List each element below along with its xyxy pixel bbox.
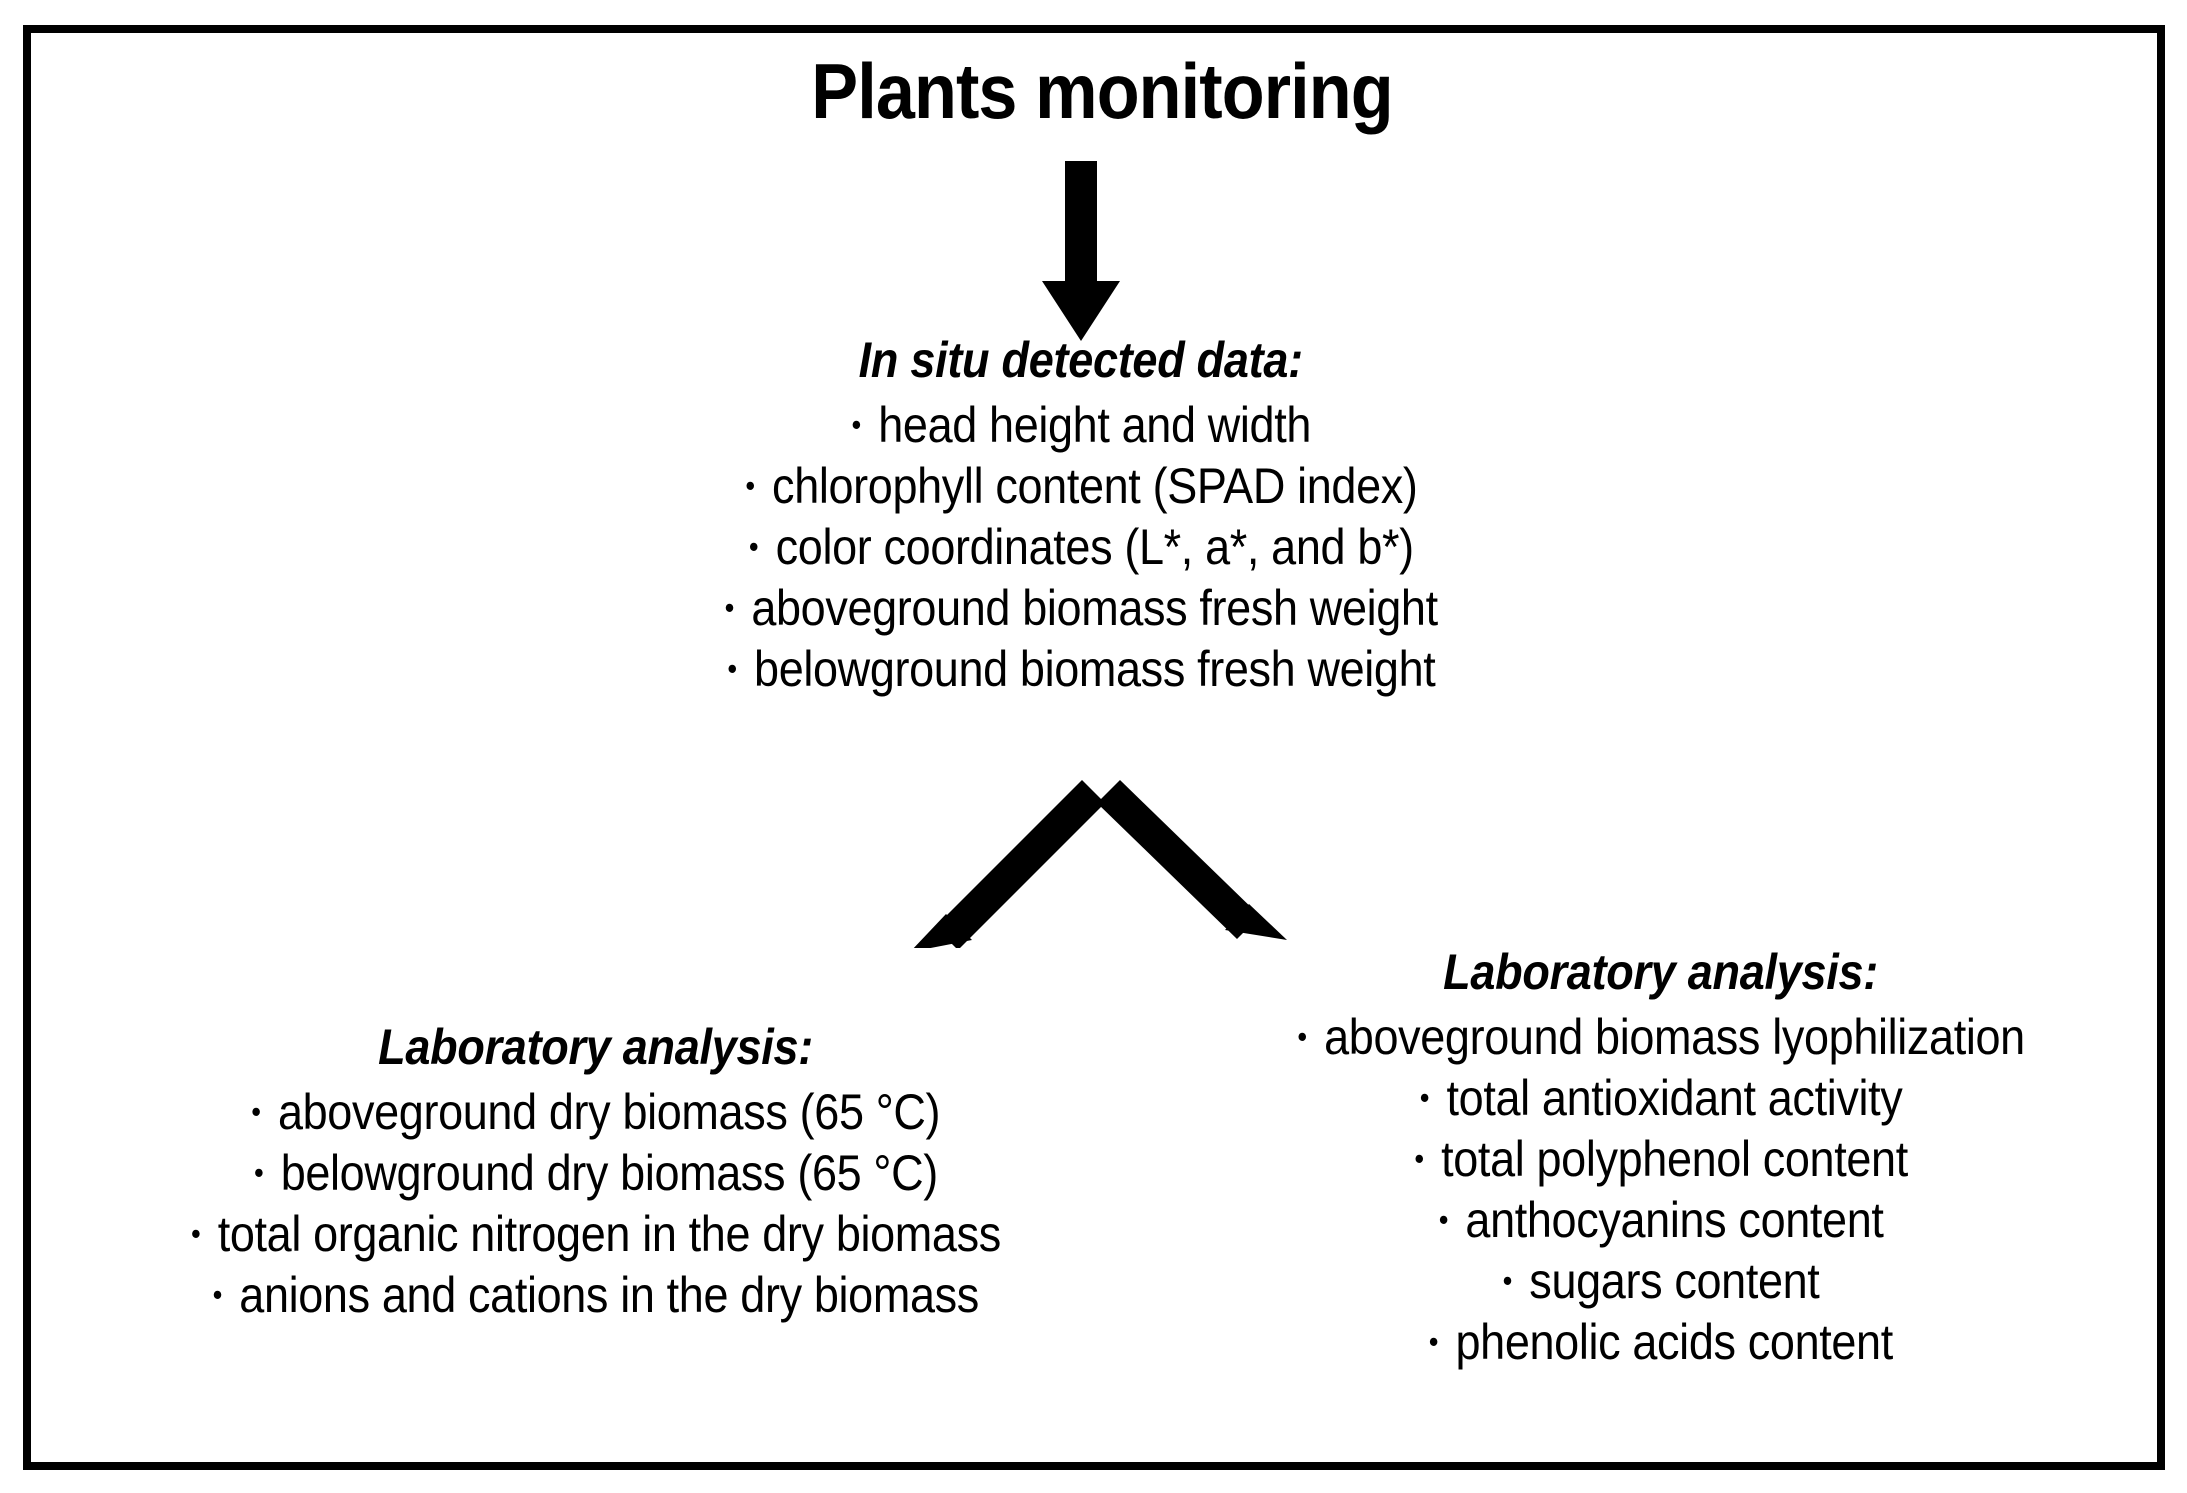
list-item: • aboveground biomass lyophilization: [1156, 1007, 2166, 1068]
page-title: Plants monitoring: [31, 47, 2173, 135]
bullet-icon: •: [1419, 1080, 1430, 1116]
bullet-icon: •: [748, 529, 759, 565]
lab-right-heading: Laboratory analysis:: [1156, 943, 2166, 1001]
bullet-icon: •: [726, 651, 737, 687]
list-item: • anions and cations in the dry biomass: [31, 1265, 1161, 1326]
list-item-label: total organic nitrogen in the dry biomas…: [217, 1206, 1002, 1262]
list-item-label: phenolic acids content: [1455, 1314, 1894, 1370]
list-item-label: anthocyanins content: [1465, 1192, 1884, 1248]
list-item-label: total antioxidant activity: [1446, 1070, 1903, 1126]
bullet-icon: •: [251, 1094, 262, 1130]
list-item: • chlorophyll content (SPAD index): [201, 456, 1961, 517]
bullet-icon: •: [724, 590, 734, 626]
list-item-label: belowground biomass fresh weight: [753, 641, 1436, 697]
bullet-icon: •: [1428, 1324, 1439, 1360]
bullet-icon: •: [1438, 1202, 1449, 1238]
list-item-label: aboveground biomass fresh weight: [751, 580, 1438, 636]
lab-left-block: Laboratory analysis: • aboveground dry bi…: [31, 1018, 1161, 1326]
list-item: • aboveground dry biomass (65 °C): [31, 1082, 1161, 1143]
lab-right-block: Laboratory analysis: • aboveground biomas…: [1156, 943, 2166, 1373]
in-situ-block: In situ detected data: • head height and …: [201, 331, 1961, 700]
bullet-icon: •: [212, 1277, 223, 1313]
list-item-label: aboveground dry biomass (65 °C): [278, 1084, 941, 1140]
bullet-icon: •: [191, 1216, 201, 1252]
branch-arrows-group: [866, 748, 1336, 952]
bullet-icon: •: [254, 1155, 264, 1191]
bullet-icon: •: [1297, 1019, 1307, 1055]
lab-left-heading-text: Laboratory analysis:: [378, 1019, 814, 1075]
list-item: • total antioxidant activity: [1156, 1068, 2166, 1129]
in-situ-heading: In situ detected data:: [201, 331, 1961, 389]
lab-right-heading-text: Laboratory analysis:: [1443, 944, 1879, 1000]
lab-left-list: • aboveground dry biomass (65 °C) • belowg…: [31, 1082, 1161, 1326]
bullet-icon: •: [1414, 1141, 1424, 1177]
lab-right-list: • aboveground biomass lyophilization • tot…: [1156, 1007, 2166, 1373]
list-item: • belowground dry biomass (65 °C): [31, 1143, 1161, 1204]
figure-frame: Plants monitoring In situ detected data:…: [23, 25, 2165, 1470]
in-situ-list: • head height and width • chlorophyll cont…: [201, 395, 1961, 700]
down-arrow-icon: [1026, 161, 1136, 341]
diagonal-down-right-arrow-icon: [1097, 780, 1287, 940]
list-item: • anthocyanins content: [1156, 1190, 2166, 1251]
list-item-label: belowground dry biomass (65 °C): [280, 1145, 939, 1201]
list-item: • belowground biomass fresh weight: [201, 639, 1961, 700]
list-item-label: anions and cations in the dry biomass: [239, 1267, 980, 1323]
lab-left-heading: Laboratory analysis:: [31, 1018, 1161, 1076]
bullet-icon: •: [1502, 1263, 1513, 1299]
list-item: • total polyphenol content: [1156, 1129, 2166, 1190]
list-item-label: total polyphenol content: [1440, 1131, 1908, 1187]
list-item: • total organic nitrogen in the dry bioma…: [31, 1204, 1161, 1265]
bullet-icon: •: [851, 407, 861, 443]
list-item-label: sugars content: [1529, 1253, 1820, 1309]
list-item-label: aboveground biomass lyophilization: [1323, 1009, 2025, 1065]
list-item: • phenolic acids content: [1156, 1312, 2166, 1373]
list-item-label: head height and width: [877, 397, 1311, 453]
list-item: • sugars content: [1156, 1251, 2166, 1312]
list-item-label: color coordinates (L*, a*, and b*): [775, 519, 1414, 575]
page-title-text: Plants monitoring: [811, 47, 1393, 135]
diagonal-down-left-arrow-icon: [910, 780, 1105, 952]
list-item: • head height and width: [201, 395, 1961, 456]
list-item: • aboveground biomass fresh weight: [201, 578, 1961, 639]
list-item: • color coordinates (L*, a*, and b*): [201, 517, 1961, 578]
list-item-label: chlorophyll content (SPAD index): [771, 458, 1418, 514]
bullet-icon: •: [744, 468, 755, 504]
in-situ-heading-text: In situ detected data:: [858, 332, 1304, 388]
